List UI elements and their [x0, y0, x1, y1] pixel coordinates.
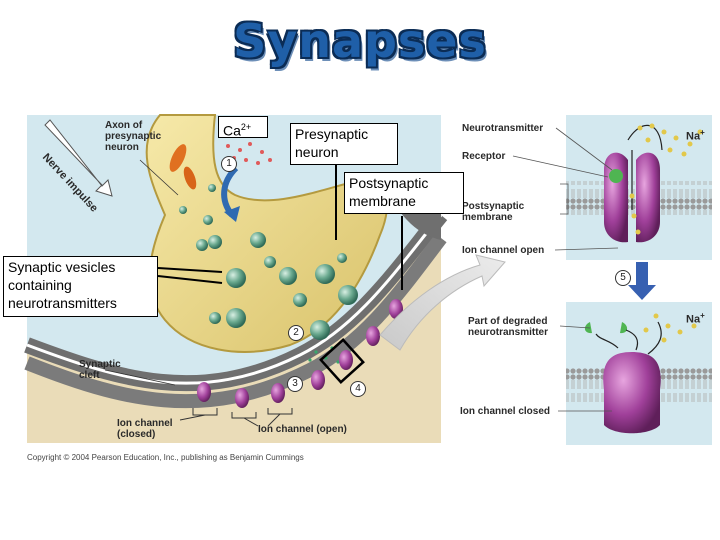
- synaptic-vesicles: [179, 184, 358, 340]
- transition-arrow: [628, 262, 656, 300]
- channel-closed-panel: [558, 302, 712, 445]
- ion-channel-closed-label: Ion channel (closed): [117, 418, 173, 440]
- ion-channel-closed-right-label: Ion channel closed: [460, 406, 551, 417]
- ion-channels: [197, 299, 403, 408]
- neurotransmitter-label: Neurotransmitter: [462, 123, 544, 134]
- channel-open-panel: [512, 115, 712, 260]
- ion-channel-open-label: Ion channel (open): [258, 424, 347, 435]
- sodium-ion-label-top: Na+: [686, 128, 705, 143]
- ion-channel-open-right-label: Ion channel open: [462, 245, 545, 256]
- postsynaptic-membrane-right-label: Postsynaptic membrane: [462, 201, 525, 223]
- copyright-notice: Copyright © 2004 Pearson Education, Inc.…: [27, 453, 304, 462]
- zoom-indicator: [319, 338, 365, 384]
- sodium-ion-label-bottom: Na+: [686, 311, 705, 326]
- calcium-callout: Ca2+: [218, 116, 268, 139]
- step-marker-5: 5: [615, 270, 631, 286]
- axon-label: Axon of presynaptic neuron: [105, 120, 162, 153]
- degraded-neurotransmitter-label: Part of degraded neurotransmitter: [468, 316, 549, 338]
- zoom-arrow: [379, 254, 506, 351]
- calcium-ions: [226, 142, 272, 165]
- synaptic-cleft-label: Synaptic cleft: [79, 359, 121, 381]
- step-marker-4: 4: [350, 381, 366, 397]
- synaptic-vesicles-callout: Synaptic vesicles containing neurotransm…: [3, 256, 158, 317]
- receptor-label: Receptor: [462, 151, 506, 162]
- page-title: Synapses: [233, 14, 487, 68]
- step-marker-1: 1: [221, 156, 237, 172]
- step-marker-3: 3: [287, 376, 303, 392]
- postsynaptic-membrane-callout: Postsynaptic membrane: [344, 172, 464, 214]
- axon-terminal: [145, 114, 389, 353]
- step-marker-2: 2: [288, 325, 304, 341]
- mitochondrion: [183, 166, 197, 190]
- mitochondrion: [169, 144, 187, 172]
- presynaptic-neuron-callout: Presynaptic neuron: [290, 123, 398, 165]
